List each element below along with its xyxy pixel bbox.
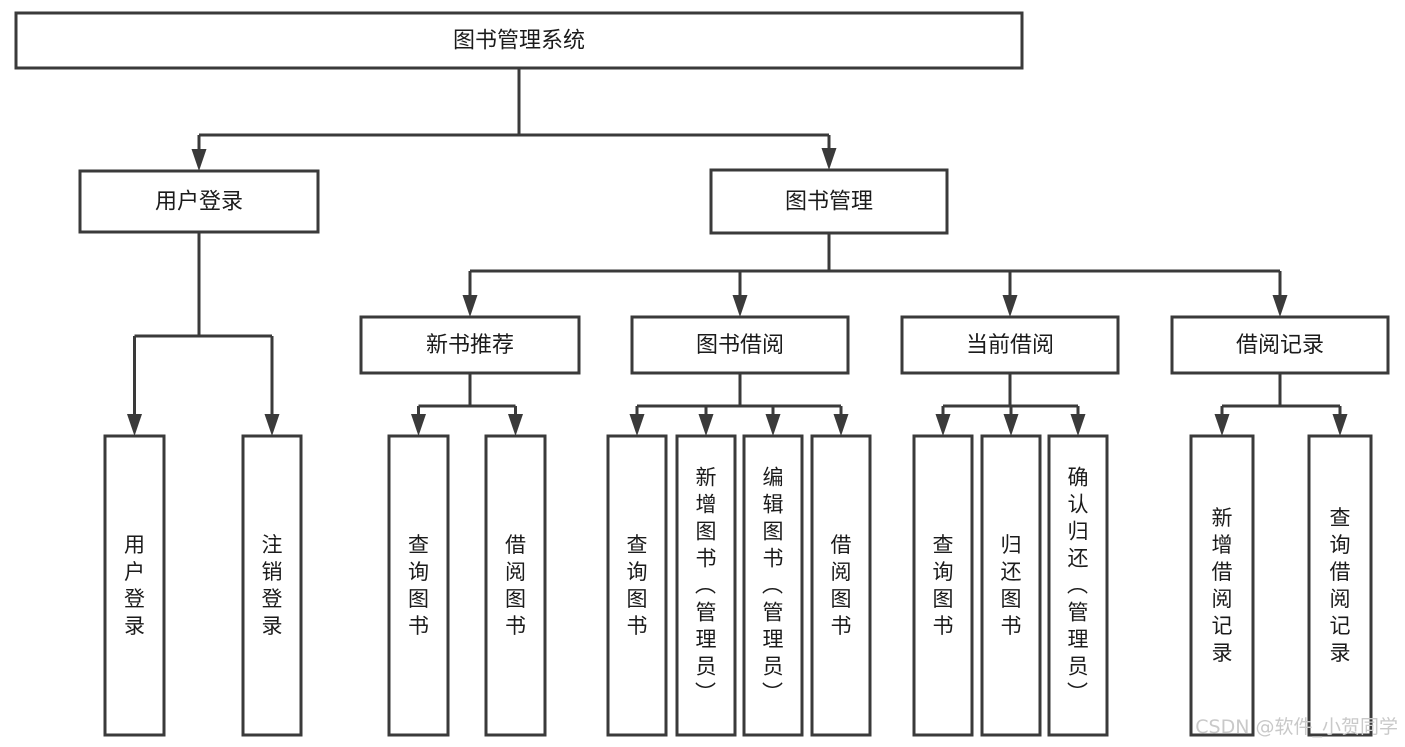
arrow-head-icon [732,295,748,317]
node-box [742,434,804,737]
node-leaf_0[interactable]: 用户登录 [103,434,166,737]
arrow-head-icon [508,414,523,436]
arrow-head-icon [1332,414,1348,436]
node-label: 用户登录 [155,190,243,215]
node-box [675,434,737,737]
node-l1_0[interactable]: 用户登录 [78,169,320,234]
node-box [103,434,166,737]
node-label: 借阅图书 [831,533,852,638]
node-box [900,315,1120,375]
node-l2_1[interactable]: 图书借阅 [630,315,850,375]
arrow-head-icon [1272,295,1288,317]
node-box [1047,434,1109,737]
arrow-head-icon [935,414,951,436]
node-box [630,315,850,375]
node-label: 图书管理 [785,190,873,215]
arrow-head-icon [411,414,426,436]
node-box [709,168,949,235]
node-label: 编辑图书（管理员） [762,466,784,706]
node-box [912,434,974,737]
node-leaf_7[interactable]: 借阅图书 [810,434,872,737]
connector-layer [127,68,1348,436]
arrow-head-icon [833,414,849,436]
node-leaf_5[interactable]: 新增图书（管理员） [675,434,737,737]
node-label: 借阅图书 [505,533,526,638]
node-leaf_4[interactable]: 查询图书 [606,434,668,737]
node-box [1189,434,1255,737]
arrow-head-icon [264,414,280,436]
node-label: 新增图书（管理员） [695,466,717,706]
node-label: 用户登录 [124,533,145,638]
node-leaf_12[interactable]: 查询借阅记录 [1307,434,1373,737]
node-leaf_9[interactable]: 归还图书 [980,434,1042,737]
node-label: 借阅记录 [1236,333,1324,358]
node-box [241,434,303,737]
node-leaf_8[interactable]: 查询图书 [912,434,974,737]
arrow-head-icon [127,414,142,436]
arrow-head-icon [629,414,645,436]
node-leaf_11[interactable]: 新增借阅记录 [1189,434,1255,737]
node-box [78,169,320,234]
node-l2_2[interactable]: 当前借阅 [900,315,1120,375]
node-l1_1[interactable]: 图书管理 [709,168,949,235]
node-leaf_2[interactable]: 查询图书 [387,434,450,737]
node-box [14,11,1024,70]
node-leaf_10[interactable]: 确认归还（管理员） [1047,434,1109,737]
arrow-head-icon [1002,295,1018,317]
arrow-head-icon [1003,414,1019,436]
node-label: 确认归还（管理员） [1067,466,1089,706]
node-l2_0[interactable]: 新书推荐 [359,315,581,375]
arrow-head-icon [821,148,837,170]
node-label: 归还图书 [1001,533,1022,638]
arrow-head-icon [1214,414,1230,436]
node-leaf_3[interactable]: 借阅图书 [484,434,547,737]
node-label: 查询图书 [933,533,954,638]
node-box [387,434,450,737]
csdn-watermark: CSDN @软件_小贺同学 [1195,716,1398,738]
node-box [1307,434,1373,737]
node-label: 查询借阅记录 [1330,506,1351,665]
node-box [980,434,1042,737]
node-label: 新增借阅记录 [1212,506,1233,665]
node-label: 查询图书 [408,533,429,638]
node-label: 新书推荐 [426,333,514,358]
node-box [484,434,547,737]
node-label: 图书管理系统 [453,29,585,54]
arrow-head-icon [462,295,478,317]
node-l2_3[interactable]: 借阅记录 [1170,315,1390,375]
node-box [1170,315,1390,375]
arrow-head-icon [698,414,714,436]
node-label: 当前借阅 [966,333,1054,358]
node-leaf_6[interactable]: 编辑图书（管理员） [742,434,804,737]
node-label: 注销登录 [262,533,283,638]
arrow-head-icon [1070,414,1086,436]
arrow-head-icon [765,414,781,436]
arrow-head-icon [191,149,207,171]
node-box [606,434,668,737]
node-label: 查询图书 [627,533,648,638]
node-box [359,315,581,375]
node-root[interactable]: 图书管理系统 [14,11,1024,70]
node-box [810,434,872,737]
node-layer: 图书管理系统用户登录图书管理新书推荐图书借阅当前借阅借阅记录用户登录注销登录查询… [14,11,1390,737]
node-leaf_1[interactable]: 注销登录 [241,434,303,737]
node-label: 图书借阅 [696,333,784,358]
